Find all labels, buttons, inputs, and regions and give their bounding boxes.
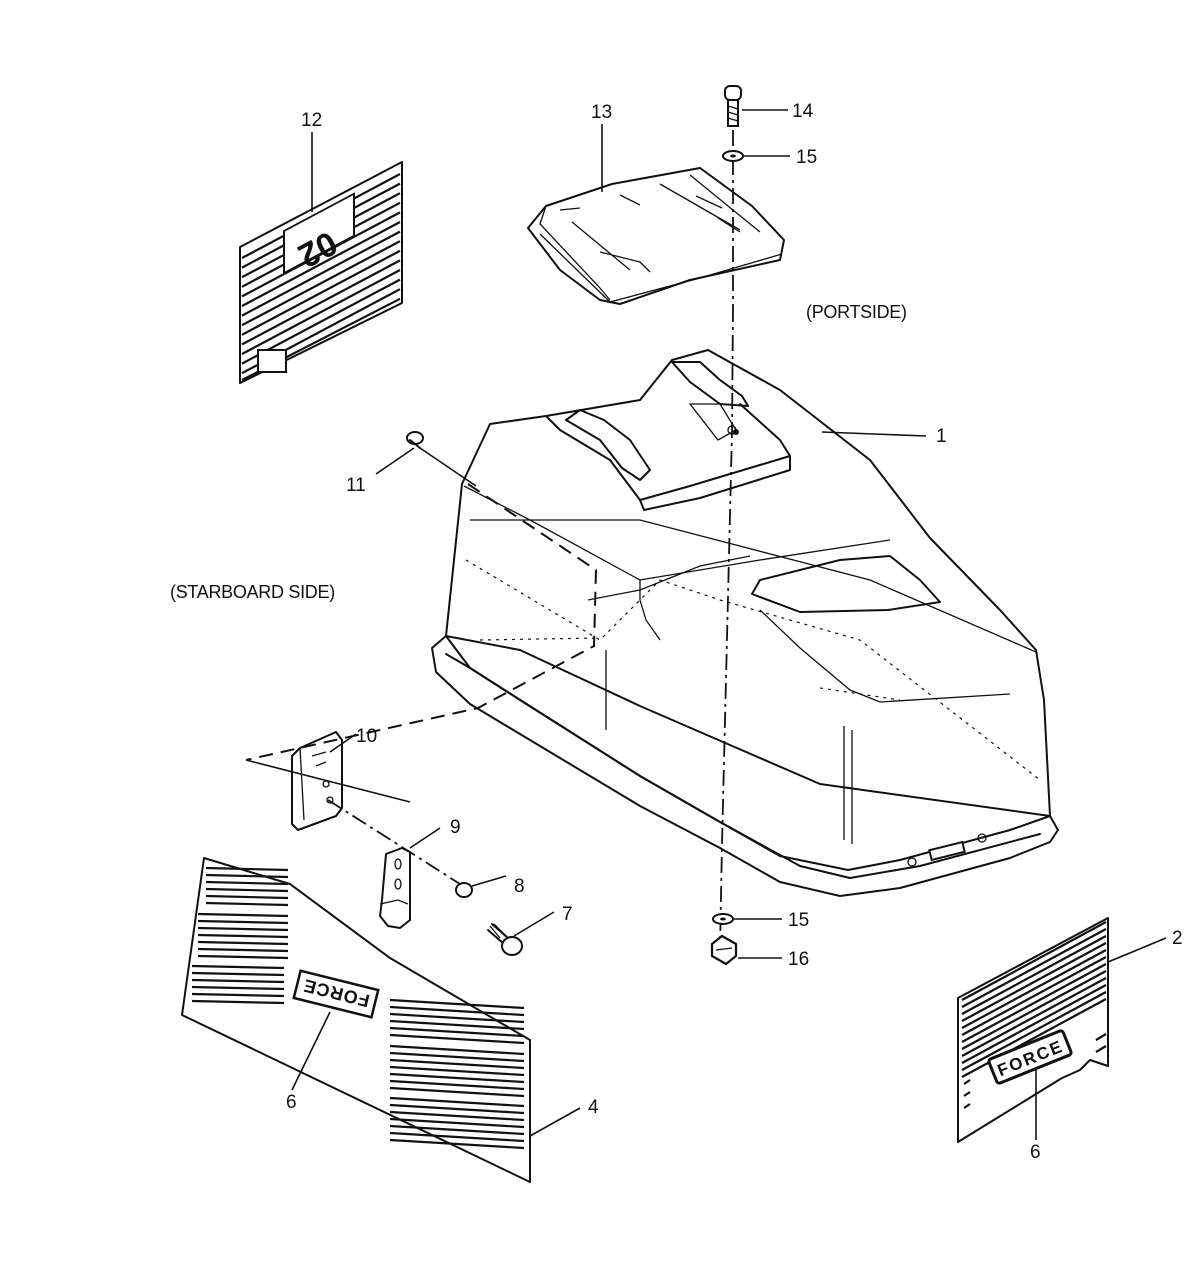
decal-4-stripe [205, 866, 289, 872]
decal-4-stripe [191, 992, 285, 998]
washer-15-top [722, 150, 744, 162]
decal-4-stripe [191, 971, 285, 977]
callout-16: 16 [788, 949, 809, 970]
decal-2-stripe [961, 991, 1107, 1071]
callout-12: 12 [301, 110, 322, 131]
decal-4-stripe [205, 873, 289, 879]
decal-4-stripe [389, 1051, 525, 1063]
decal-4-stripe [205, 901, 289, 907]
decal-4-stripe [389, 1117, 525, 1129]
decal-12-stripe [241, 211, 401, 298]
callout-13: 13 [591, 102, 612, 123]
decal-12-stripe [241, 269, 401, 355]
decal-4-stripe [389, 1072, 525, 1084]
decal-4-stripe [197, 940, 289, 946]
nut-16 [710, 934, 738, 966]
decal-4-stripe [205, 880, 289, 886]
decal-4-stripe [197, 933, 289, 939]
decal-4-stripe [197, 919, 289, 925]
callout-8: 8 [514, 876, 525, 897]
callout-15-bottom: 15 [788, 910, 809, 931]
decal-12-stripe [241, 259, 401, 346]
decal-12-stripe [241, 230, 401, 317]
decal-4: FORCE [181, 857, 531, 1183]
decal-4-stripe [197, 947, 289, 953]
decal-4-stripe [191, 985, 285, 991]
decal-4-stripe [389, 1012, 525, 1024]
decal-4-stripe [389, 1065, 525, 1077]
decal-4-stripe [389, 1019, 525, 1031]
callout-10: 10 [356, 726, 377, 747]
callout-14: 14 [792, 101, 814, 122]
callout-2: 2 [1172, 928, 1183, 949]
decal-12-stripe [241, 221, 401, 307]
callout-1: 1 [936, 426, 947, 447]
callout-9: 9 [450, 817, 461, 838]
decal-4-stripe [389, 1026, 525, 1038]
decal-4-stripe [389, 1110, 525, 1122]
decal-2-stripe [961, 942, 1107, 1022]
decal-2-stripe [961, 963, 1107, 1043]
decal-4-stripe [389, 1103, 525, 1115]
callout-6-left: 6 [286, 1092, 297, 1113]
decal-4-stripe [191, 964, 285, 970]
decal-4-stripe [389, 998, 525, 1010]
callout-7: 7 [562, 904, 573, 925]
callout-4: 4 [588, 1097, 599, 1118]
decal-2-stripe [961, 921, 1107, 1001]
decal-4-stripe [197, 954, 289, 960]
callout-11: 11 [346, 475, 366, 496]
decal-12-stripe [241, 240, 401, 327]
decal-12: 02 [239, 161, 403, 384]
decal-4-stripe [205, 887, 289, 893]
starboard-side-label: (STARBOARD SIDE) [170, 582, 335, 602]
washer-15-bottom [712, 913, 734, 925]
decal-4-stripe [389, 1086, 525, 1098]
decal-2-stripe [961, 977, 1107, 1057]
decal-2-stripe [961, 935, 1107, 1015]
latch-bracket-10 [291, 731, 343, 831]
decal-4-stripe [389, 1058, 525, 1070]
decal-4-stripe [389, 1124, 525, 1136]
decal-4-stripe [197, 912, 289, 918]
decal-2-stripe [961, 928, 1107, 1008]
washer-8 [455, 882, 473, 898]
decal-2-stripe [961, 956, 1107, 1036]
decal-2-stripe [961, 970, 1107, 1050]
decal-4-stripe [389, 1033, 525, 1045]
decal-4-stripe [389, 1096, 525, 1108]
callout-6-right: 6 [1030, 1142, 1041, 1163]
decal-4-stripe [389, 1044, 525, 1056]
screw-14 [724, 85, 742, 127]
decal-4-stripe [389, 1005, 525, 1017]
screw-7 [487, 923, 523, 956]
decal-2-stripe [961, 949, 1107, 1029]
decal-4-stripe [205, 894, 289, 900]
decal-2: FORCE [957, 917, 1109, 1143]
top-cover-13 [527, 167, 785, 305]
decal-2-stripe [961, 984, 1107, 1064]
decal-4-stripe [389, 1138, 525, 1150]
decal-4-stripe [191, 999, 285, 1005]
decal-4-stripe [197, 926, 289, 932]
decal-2-stripe [961, 998, 1107, 1078]
portside-label: (PORTSIDE) [806, 302, 907, 322]
decal-12-stripe [241, 249, 401, 336]
pin-11 [406, 431, 477, 487]
engine-cowl-1 [245, 349, 1059, 897]
callout-15-top: 15 [796, 147, 817, 168]
decal-4-stripe [389, 1131, 525, 1143]
latch-plate-9 [379, 847, 411, 929]
decal-4-stripe [389, 1079, 525, 1091]
decal-4-stripe [191, 978, 285, 984]
